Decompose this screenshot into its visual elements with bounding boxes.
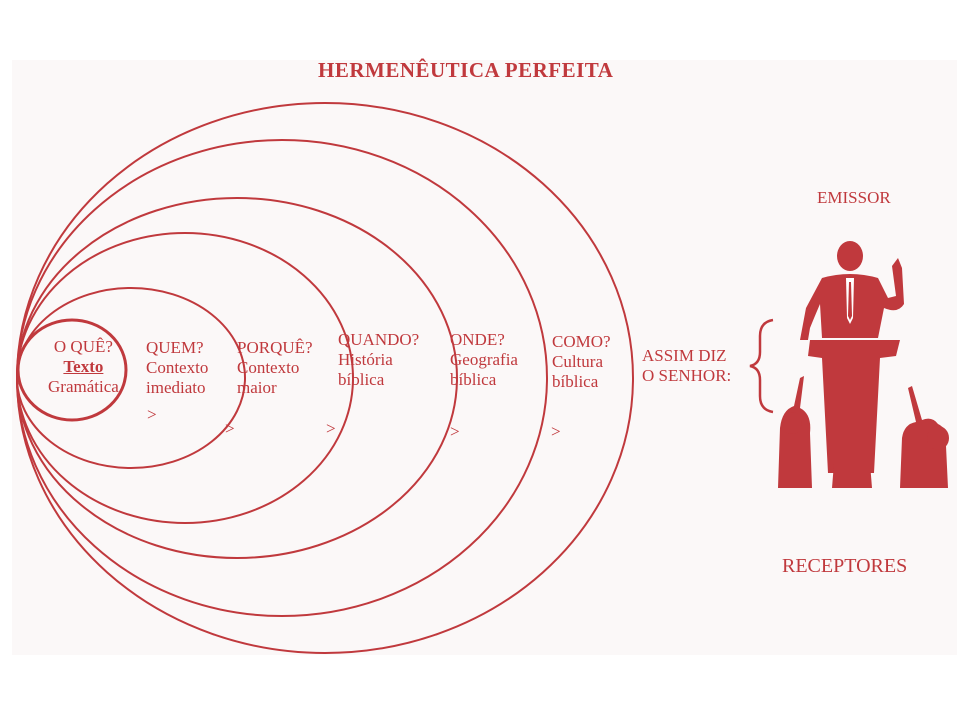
circle-6-question: COMO? [552,332,611,351]
circle-2-line1: Contexto [146,358,209,377]
circle-inner-1 [16,318,128,422]
circle-1-line1: Texto [63,357,104,376]
diagram-title: HERMENÊUTICA PERFEITA [318,58,614,82]
circle-3-question: PORQUÊ? [237,338,313,357]
circle-3-label: PORQUÊ? Contexto maior [237,338,313,398]
raised-hands-audience-icon [778,376,949,488]
circle-4-line1: História [338,350,393,369]
circle-1-line2: Gramática [48,377,119,396]
message-line1: ASSIM DIZ [642,346,727,365]
circle-5-line2: bíblica [450,370,497,389]
circle-6-line2: bíblica [552,372,599,391]
circle-6-arrow: > [551,422,561,441]
circle-3-arrow: > [225,419,235,438]
circle-4-arrow: > [326,419,336,438]
circle-4-line2: bíblica [338,370,385,389]
scanned-page [12,60,957,655]
circle-2-label: QUEM? Contexto imediato [146,338,208,398]
circle-5-question: ONDE? [450,330,505,349]
circle-1-label: O QUÊ? Texto Gramática [48,337,119,397]
circle-3-line2: maior [237,378,277,397]
message-line2: O SENHOR: [642,366,732,385]
circle-4-label: QUANDO? História bíblica [338,330,419,390]
receptores-label: RECEPTORES [782,555,908,577]
preacher-pulpit-icon [778,241,949,488]
circle-2-line2: imediato [146,378,206,397]
circle-3-line1: Contexto [237,358,300,377]
brace-icon [749,318,774,414]
emissor-label: EMISSOR [817,188,891,207]
circle-2 [16,287,246,469]
circle-2-question: QUEM? [146,338,204,357]
circle-5-line1: Geografia [450,350,518,369]
circle-1-question: O QUÊ? [53,337,113,356]
message-label: ASSIM DIZ O SENHOR: [642,346,731,386]
circle-5-arrow: > [450,422,460,441]
circle-6-label: COMO? Cultura bíblica [552,332,611,392]
circle-6-line1: Cultura [552,352,603,371]
circle-4-question: QUANDO? [338,330,420,349]
circle-2-arrow: > [147,405,157,424]
circle-5-label: ONDE? Geografia bíblica [450,330,518,390]
